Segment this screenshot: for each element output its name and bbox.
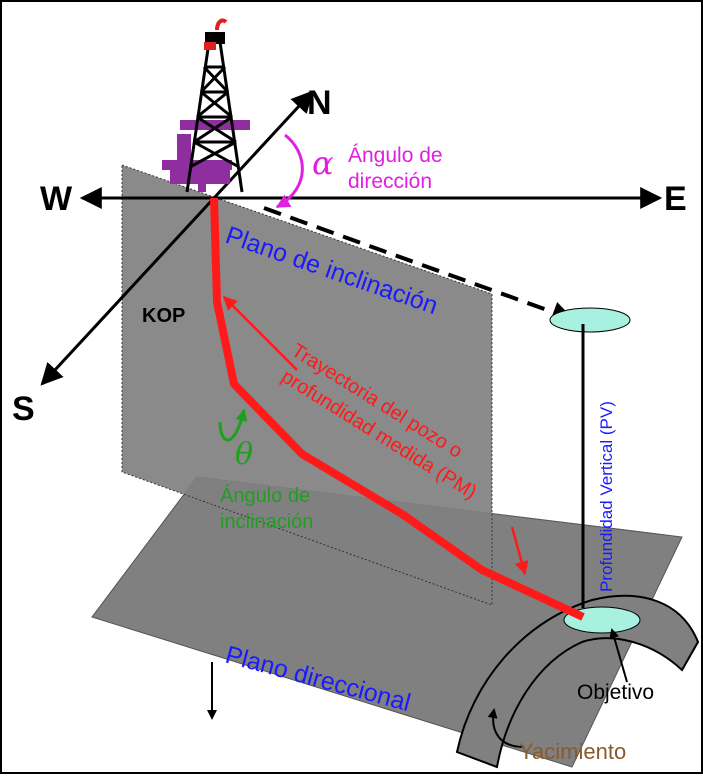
target-pointer-arrow xyxy=(609,628,628,683)
inclination-angle-arc xyxy=(218,408,248,442)
direction-angle-label-line1: Ángulo de xyxy=(348,144,443,167)
direction-angle-label-line2: dirección xyxy=(348,170,432,193)
north-label: N xyxy=(307,84,332,122)
inclination-angle-label-line2: inclinación xyxy=(220,511,313,533)
directional-plane xyxy=(91,476,683,768)
vertical-depth-label: Profundidad Vertical (PV) xyxy=(597,401,616,592)
theta-symbol: θ xyxy=(235,437,253,472)
drilling-rig-icon xyxy=(162,18,250,193)
south-label: S xyxy=(12,390,35,428)
south-arrow xyxy=(40,196,216,386)
north-arrow xyxy=(212,90,314,200)
target-label: Objetivo xyxy=(577,681,654,704)
kop-pointer-arrow xyxy=(223,296,298,371)
alpha-symbol: α xyxy=(312,144,334,182)
inclination-angle-label-line1: Ángulo de xyxy=(220,484,310,507)
east-label: E xyxy=(664,180,687,218)
reservoir-shape xyxy=(455,594,700,769)
trajectory-pointer-arrow xyxy=(510,526,529,576)
reservoir-label: Yacimiento xyxy=(519,739,626,764)
west-label: W xyxy=(40,180,73,218)
direction-angle-arc xyxy=(275,133,304,209)
reservoir-pointer-arrow xyxy=(487,708,525,748)
kop-label: KOP xyxy=(142,305,185,327)
well-trajectory xyxy=(210,197,585,621)
projected-target-ellipse xyxy=(549,307,631,333)
